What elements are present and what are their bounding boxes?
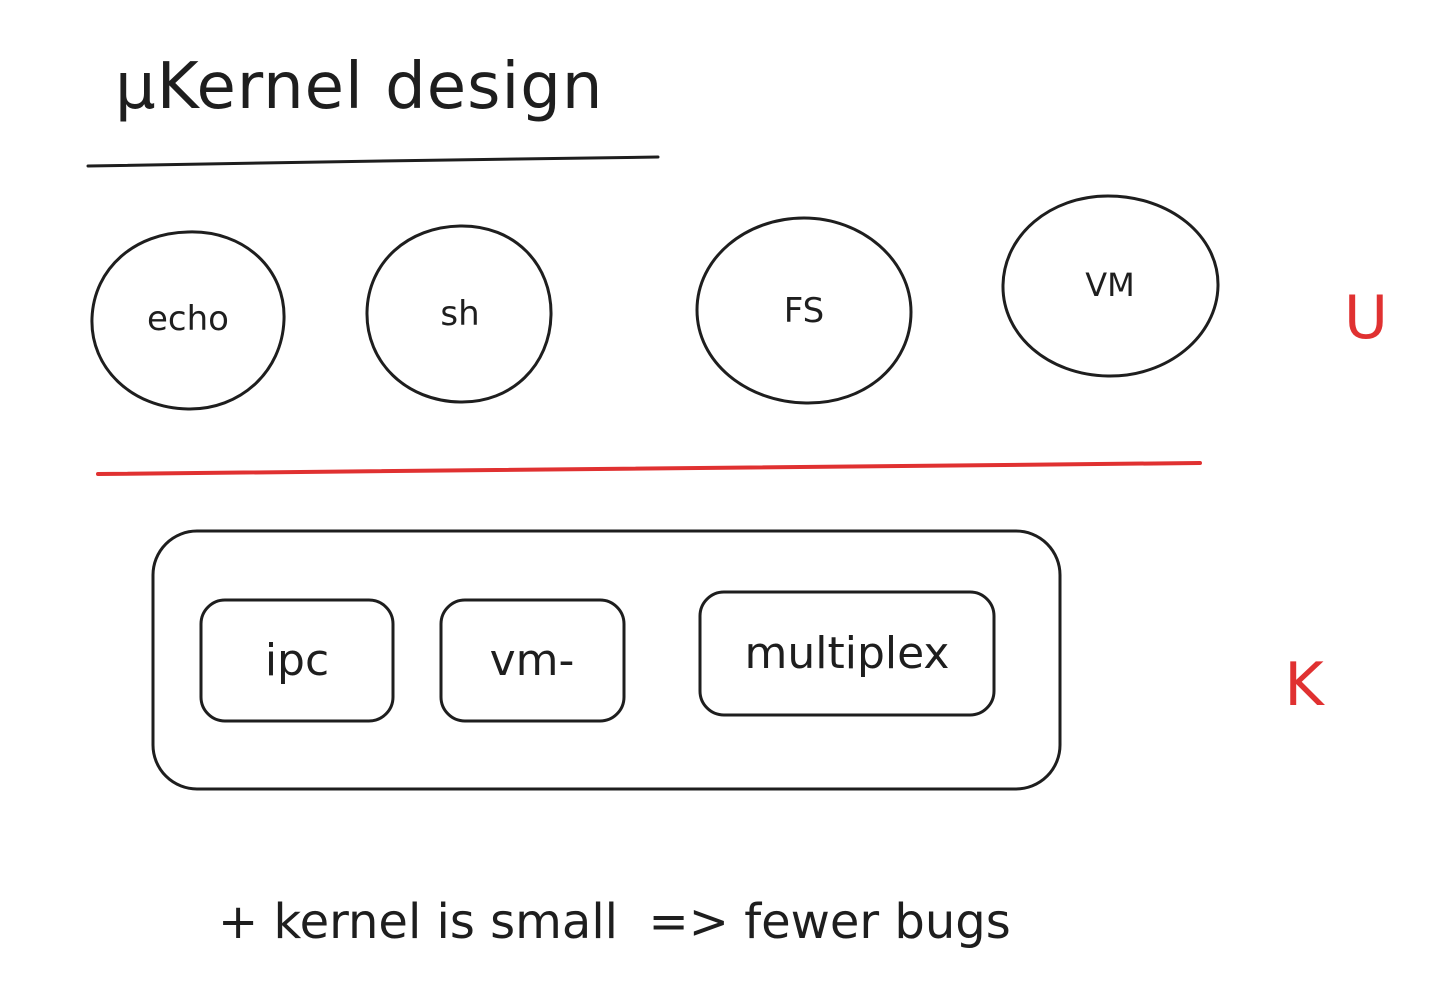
footnote: + kernel is small => fewer bugs	[218, 894, 1011, 950]
kernel-container	[151, 529, 1062, 791]
kernel-component-ipc: ipc	[199, 598, 395, 723]
process-label: sh	[440, 294, 479, 334]
diagram-title: µKernel design	[115, 50, 603, 124]
process-circle	[365, 224, 553, 404]
component-box	[439, 598, 626, 723]
process-echo: echo	[90, 230, 286, 411]
process-label: echo	[147, 299, 229, 339]
title-underline	[86, 155, 660, 168]
process-circle	[1001, 194, 1220, 378]
component-label: vm-	[490, 635, 575, 686]
component-label: ipc	[265, 635, 329, 686]
kernel-component-vm: vm-	[439, 598, 626, 723]
kernel-space-label: K	[1284, 650, 1325, 720]
process-label: VM	[1085, 266, 1135, 304]
process-circle	[90, 230, 286, 411]
process-sh: sh	[365, 224, 553, 404]
process-circle	[695, 216, 913, 405]
process-label: FS	[784, 291, 825, 331]
component-box	[199, 598, 395, 723]
user-space-label: U	[1344, 283, 1388, 353]
process-vm: VM	[1001, 194, 1220, 378]
user-kernel-boundary	[96, 461, 1202, 476]
kernel-component-multiplex: multiplex	[698, 590, 996, 717]
component-box	[698, 590, 996, 717]
component-label: multiplex	[745, 628, 950, 679]
process-fs: FS	[695, 216, 913, 405]
